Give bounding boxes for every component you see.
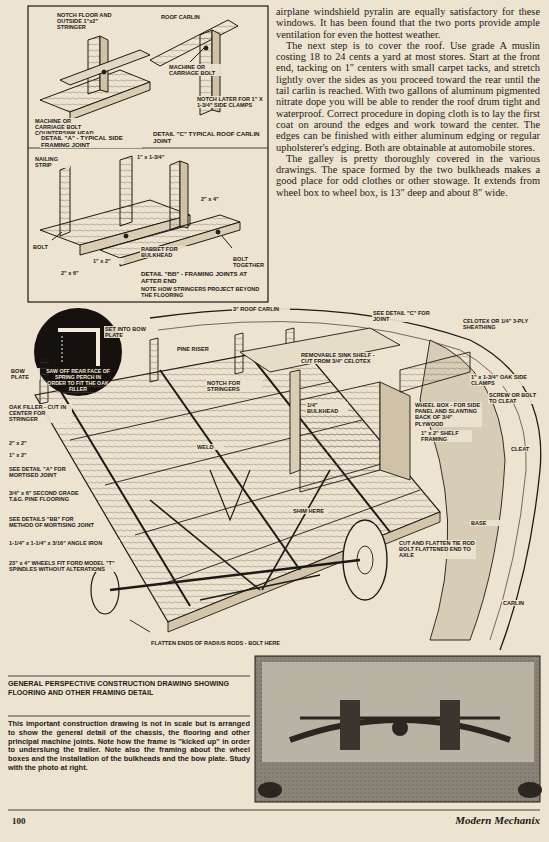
figure-caption: GENERAL PERSPECTIVE CONSTRUCTION DRAWING… bbox=[8, 680, 248, 697]
magazine-name: Modern Mechanix bbox=[440, 814, 540, 826]
detail-heading: DETAIL "BB" - FRAMING JOINTS AT AFTER EN… bbox=[140, 270, 262, 284]
part-label: CUT AND FLATTEN TIE ROD BOLT FLATTENED E… bbox=[398, 540, 476, 559]
part-label: BASE bbox=[470, 520, 500, 526]
part-label: 2" x 4" bbox=[200, 196, 234, 202]
part-label: NOTCH FLOOR AND OUTSIDE 1"x2" STRINGER bbox=[56, 12, 120, 31]
part-label: 3/4" x 6" SECOND GRADE T.&G. PINE FLOORI… bbox=[8, 490, 90, 502]
part-label: SET INTO BOW PLATE bbox=[104, 326, 150, 338]
part-label: 2" x 2" bbox=[8, 440, 44, 446]
body-paragraph: The galley is pretty thoroughly covered … bbox=[276, 153, 540, 198]
part-label: 1/4" BULKHEAD bbox=[306, 402, 348, 414]
detail-panel bbox=[28, 6, 268, 302]
chassis-drawing bbox=[35, 309, 541, 650]
page-number: 100 bbox=[12, 816, 52, 826]
rule bbox=[8, 716, 250, 717]
part-label: WELD bbox=[196, 444, 224, 450]
photo-inset bbox=[255, 656, 542, 802]
part-label: SHIM HERE bbox=[292, 508, 328, 514]
rule bbox=[8, 810, 540, 811]
part-label: BOLT bbox=[32, 244, 58, 250]
part-label: WHEEL BOX - FOR SIDE PANEL AND SLANTING … bbox=[414, 402, 482, 427]
part-label: SEE DETAIL "C" FOR JOINT bbox=[372, 310, 434, 322]
inset-note: SAW OFF REAR FACE OF SPRING PERCH IN ORD… bbox=[46, 368, 110, 392]
body-paragraph: The next step is to cover the roof. Use … bbox=[276, 40, 540, 153]
detail-heading: DETAIL "C" TYPICAL ROOF CARLIN JOINT bbox=[152, 130, 262, 144]
part-label: NOTCH LATER FOR 1" X 1-3/4" SIDE CLAMPS bbox=[196, 96, 264, 108]
detail-heading: DETAIL "A" - TYPICAL SIDE FRAMING JOINT bbox=[40, 134, 142, 148]
part-label: 1" x 2" SHELF FRAMING bbox=[420, 430, 472, 442]
part-label: MACHINE OR CARRIAGE BOLT bbox=[168, 64, 226, 76]
part-label: 1" x 2" bbox=[8, 452, 44, 458]
part-label: 1" x 1-3/4" OAK SIDE CLAMPS bbox=[470, 374, 542, 386]
part-label: SEE DETAIL "A" FOR MORTISED JOINT bbox=[8, 466, 72, 478]
part-label: RABBET FOR BULKHEAD bbox=[140, 246, 196, 258]
part-label: PINE RISER bbox=[176, 346, 218, 352]
part-label: NOTCH FOR STRINGERS bbox=[206, 380, 262, 392]
part-label: NOTE HOW STRINGERS PROJECT BEYOND THE FL… bbox=[140, 286, 266, 298]
caption-body: This important construction drawing is n… bbox=[8, 720, 250, 773]
part-label: ROOF CARLIN bbox=[160, 14, 212, 20]
part-label: 1-1/4" x 1-1/4" x 3/16" ANGLE IRON bbox=[8, 540, 120, 546]
body-paragraph: airplane windshield pyralin are equally … bbox=[276, 6, 540, 40]
part-label: CLEAT bbox=[510, 446, 540, 452]
part-label: NAILING STRIP bbox=[34, 156, 70, 168]
text-column: airplane windshield pyralin are equally … bbox=[276, 6, 540, 198]
part-label: CARLIN bbox=[502, 600, 538, 606]
part-label: REMOVABLE SINK SHELF - CUT FROM 3/4" CEL… bbox=[300, 352, 384, 364]
rule bbox=[8, 676, 250, 677]
part-label: FLATTEN ENDS OF RADIUS RODS - BOLT HERE bbox=[150, 640, 322, 646]
part-label: 1" x 2" bbox=[92, 258, 124, 264]
part-label: SCREW OR BOLT TO CLEAT bbox=[488, 392, 542, 404]
part-label: SEE DETAILS "BB" FOR METHOD OF MORTISING… bbox=[8, 516, 96, 528]
part-label: 23" x 4" WHEELS FIT FORD MODEL "T" SPIND… bbox=[8, 560, 128, 572]
part-label: 1" x 1-3/4" bbox=[136, 154, 182, 160]
part-label: 3" ROOF CARLIN bbox=[232, 306, 290, 312]
part-label: 2" x 6" bbox=[60, 270, 92, 276]
part-label: OAK FILLER - CUT IN CENTER FOR STRINGER bbox=[8, 404, 72, 423]
part-label: BOLT TOGETHER bbox=[232, 256, 266, 268]
part-label: BOW PLATE bbox=[10, 368, 40, 380]
part-label: CELOTEX OR 1/4" 3-PLY SHEATHING bbox=[462, 318, 544, 330]
